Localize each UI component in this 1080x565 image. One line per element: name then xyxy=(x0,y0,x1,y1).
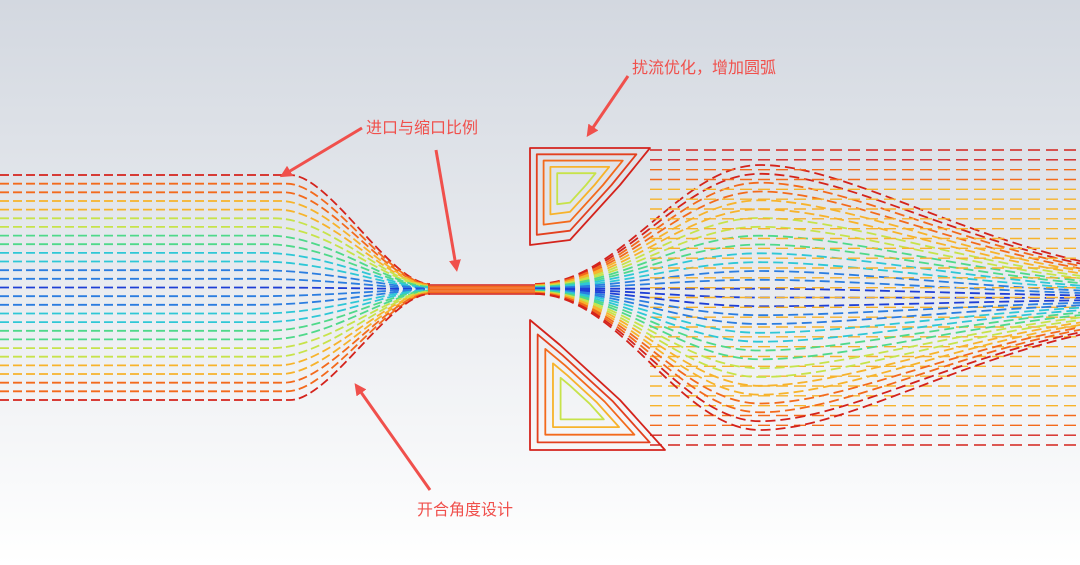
arrow-inlet-ratio-left xyxy=(279,126,363,178)
streamline xyxy=(534,289,1080,343)
streamline xyxy=(534,292,1080,414)
vortex-loop xyxy=(542,159,624,226)
streamline xyxy=(0,217,431,287)
streamline xyxy=(534,199,1080,287)
streamline xyxy=(0,291,431,375)
streamline xyxy=(534,292,1080,405)
arrow-inlet-ratio-throat xyxy=(434,149,461,272)
streamline xyxy=(0,182,431,286)
vortex-loop xyxy=(536,333,651,444)
streamline xyxy=(534,288,1080,317)
streamline xyxy=(534,290,1080,352)
vortex-loop xyxy=(549,165,611,216)
streamline xyxy=(534,292,1080,423)
streamline xyxy=(0,277,431,290)
streamline xyxy=(0,286,431,290)
streamline xyxy=(534,252,1080,289)
streamline xyxy=(534,290,1080,370)
vortex-loop xyxy=(552,362,620,428)
streamline xyxy=(0,252,431,289)
streamline xyxy=(534,172,1080,286)
arrow-opening-angle xyxy=(354,383,432,491)
streamline xyxy=(534,234,1080,288)
lower-recirculation-vortex xyxy=(529,319,666,451)
vortex-loop xyxy=(559,376,605,421)
label-opening-angle: 开合角度设计 xyxy=(417,500,513,519)
streamline xyxy=(0,292,431,384)
arrow-disturbance xyxy=(586,75,630,137)
streamline xyxy=(534,291,1080,378)
streamline xyxy=(534,181,1080,286)
streamline xyxy=(535,287,1080,297)
streamline xyxy=(534,289,1080,325)
streamline xyxy=(534,164,1080,285)
streamline xyxy=(534,243,1080,288)
streamline xyxy=(534,278,1080,294)
label-inlet-ratio: 进口与缩口比例 xyxy=(366,118,478,137)
upper-recirculation-vortex xyxy=(529,147,651,246)
streamline xyxy=(0,290,431,349)
streamline xyxy=(0,292,431,393)
streamline xyxy=(534,190,1080,286)
vortex-loop xyxy=(529,319,666,451)
streamline xyxy=(534,270,1080,292)
outlet-streamlines xyxy=(534,149,1080,446)
streamline xyxy=(0,226,431,288)
streamline xyxy=(534,291,1080,387)
vortex-loop xyxy=(529,147,651,246)
streamline xyxy=(534,289,1080,334)
vortex-loop xyxy=(544,348,636,436)
streamline xyxy=(534,261,1080,289)
throat-streamlines xyxy=(428,284,535,295)
streamline xyxy=(0,288,431,298)
streamline xyxy=(0,291,431,358)
streamline xyxy=(0,208,431,287)
streamline xyxy=(534,288,1080,308)
label-disturbance: 扰流优化，增加圆弧 xyxy=(632,58,776,77)
streamline xyxy=(534,291,1080,396)
streamline xyxy=(534,293,1080,431)
streamline xyxy=(534,225,1080,288)
streamline xyxy=(534,290,1080,361)
inlet-streamlines xyxy=(0,174,431,401)
vortex-loop xyxy=(556,172,597,206)
streamline xyxy=(0,293,431,401)
vortex-loop xyxy=(535,153,638,236)
